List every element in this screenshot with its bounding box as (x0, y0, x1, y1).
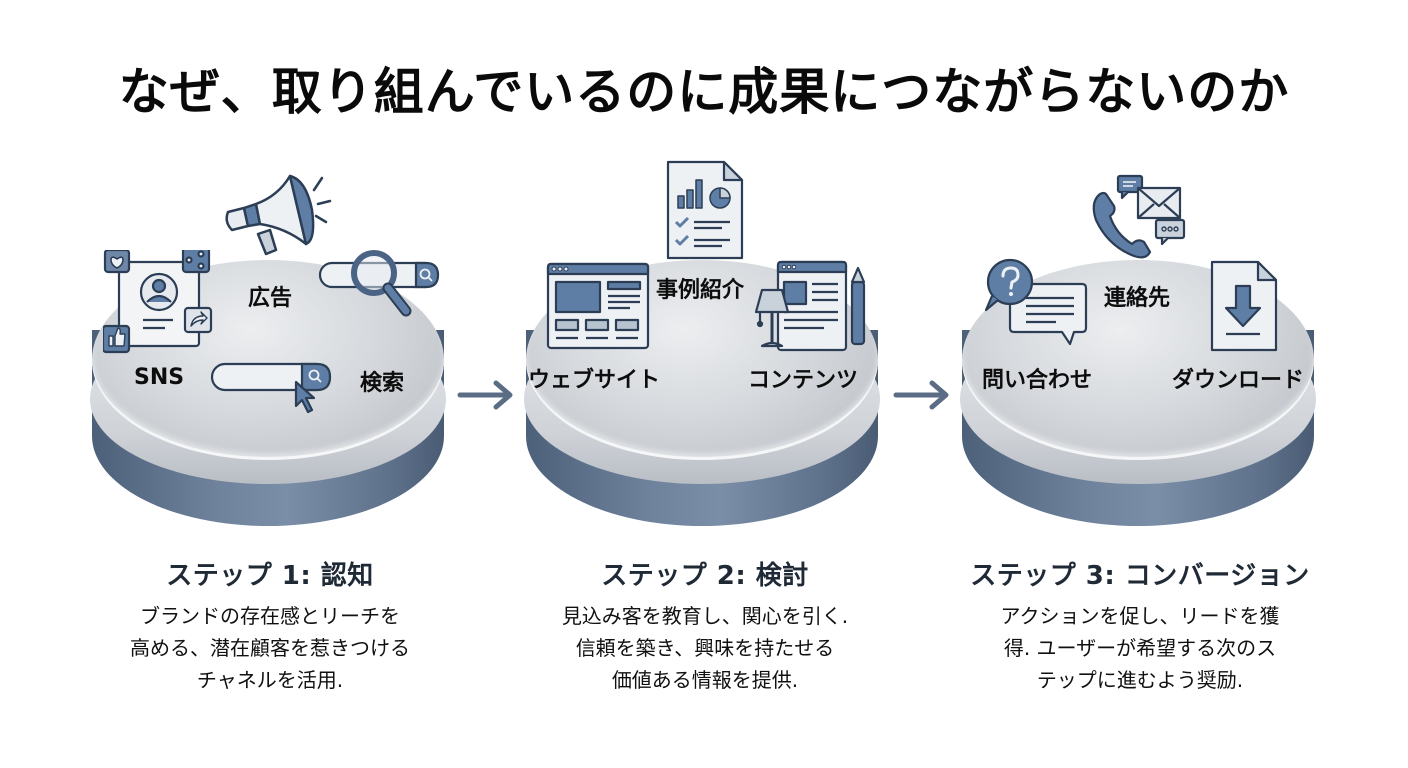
browser-window-icon (546, 262, 651, 352)
step-2-caption: ステップ 2: 検討 見込み客を教育し、関心を引く. 信頼を築き、興味を持たせる… (515, 555, 895, 696)
page-title: なぜ、取り組んでいるのに成果につながらないのか (118, 63, 1290, 121)
step-1-caption: ステップ 1: 認知 ブランドの存在感とリーチを 高める、潜在顧客を惹きつける … (80, 555, 460, 696)
step-heading: ステップ 3: コンバージョン (970, 561, 1310, 591)
item-label-search: 検索 (360, 371, 405, 396)
megaphone-icon (218, 170, 333, 260)
item-label-contact: 連絡先 (1104, 286, 1171, 311)
report-document-icon (666, 160, 746, 260)
step-heading: ステップ 1: 認知 (166, 561, 374, 591)
download-file-icon (1210, 260, 1280, 355)
step-description-line: チャネルを活用. (196, 668, 344, 692)
item-label-inquiry: 問い合わせ (982, 368, 1093, 393)
step-description-line: アクションを促し、リードを獲 (1000, 604, 1280, 628)
item-label-website: ウェブサイト (528, 368, 661, 393)
arrow-right-icon (892, 380, 952, 410)
step-description-line: 価値ある情報を提供. (611, 668, 799, 692)
step-description-line: テップに進むよう奨励. (1036, 668, 1244, 692)
search-bar-cursor-icon (210, 358, 335, 418)
step-3-caption: ステップ 3: コンバージョン アクションを促し、リードを獲 得. ユーザーが希… (950, 555, 1330, 696)
step-description-line: 高める、潜在顧客を惹きつける (130, 636, 410, 660)
step-2-platform: 事例紹介 ウェブサイト コンテンツ (522, 150, 892, 540)
magnifier-search-bar-icon (318, 245, 443, 335)
question-chat-icon (984, 256, 1089, 356)
step-1-platform: 広告 SNS 検索 (88, 150, 458, 540)
step-description-line: 信頼を築き、興味を持たせる (575, 636, 835, 660)
step-description-line: ブランドの存在感とリーチを (140, 604, 400, 628)
item-label-sns: SNS (134, 365, 185, 390)
step-3-platform: 連絡先 問い合わせ ダウンロード (958, 150, 1328, 540)
step-heading: ステップ 2: 検討 (601, 561, 809, 591)
step-description-line: 得. ユーザーが希望する次のス (1003, 636, 1277, 660)
social-profile-icon (103, 250, 218, 355)
item-label-content: コンテンツ (748, 368, 859, 393)
step-description-line: 見込み客を教育し、関心を引く. (561, 604, 849, 628)
item-label-case-studies: 事例紹介 (656, 278, 745, 303)
arrow-right-icon (456, 380, 516, 410)
phone-mail-icon (1088, 172, 1188, 262)
item-label-download: ダウンロード (1172, 368, 1305, 393)
article-lamp-pencil-icon (754, 260, 869, 355)
item-label-ads: 広告 (248, 286, 293, 311)
disc-platform (522, 260, 882, 530)
